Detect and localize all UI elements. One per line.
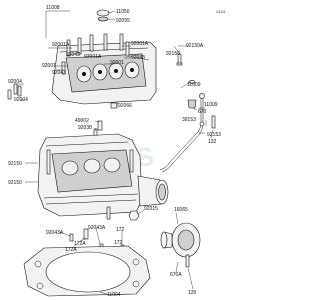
label-11009-2: 11009	[204, 102, 218, 108]
label-92004-2: 92004	[14, 97, 28, 103]
label-16065: 16065	[174, 207, 188, 213]
diagram-code: U1111	[216, 10, 226, 14]
label-670: 670	[198, 109, 207, 115]
nut-92015	[128, 210, 140, 221]
label-120: 120	[188, 290, 197, 296]
fitting-92066	[110, 102, 118, 109]
oil-pipe	[159, 93, 216, 173]
label-92043-1: 92043	[66, 52, 80, 58]
head-cover	[51, 41, 157, 105]
label-172-2: 172	[114, 240, 123, 246]
label-92001a-1: 92001A	[52, 42, 70, 48]
cylinder-head	[37, 133, 143, 217]
head-gasket	[23, 245, 151, 297]
label-39153: 39153	[182, 117, 196, 123]
label-92043a: 92043A	[46, 230, 64, 236]
label-92001-1: 92001	[42, 63, 56, 69]
small-bolts-left	[7, 83, 22, 100]
label-49002: 49002	[75, 118, 89, 124]
label-11008: 11008	[46, 5, 60, 11]
label-92015: 92015	[144, 206, 158, 212]
label-92038: 92038	[78, 125, 92, 131]
label-92001-2: 92001	[110, 60, 124, 66]
label-172a-2: 172A	[74, 241, 86, 247]
cover-cap	[96, 9, 110, 22]
label-92001a-3: 92001A	[84, 54, 102, 60]
label-92001a-2: 92001A	[131, 41, 149, 47]
cylinder-head-exploded-diagram: U1111 CMS	[7, 5, 226, 298]
label-92150a: 92150A	[186, 43, 204, 49]
label-92066: 92066	[118, 103, 132, 109]
label-92150: 92150	[166, 51, 180, 57]
label-92043-3: 92043	[52, 70, 66, 76]
leader-lines	[16, 10, 214, 295]
label-92153: 92153	[207, 132, 221, 138]
label-132: 132	[208, 139, 217, 145]
label-11009: 11009	[187, 82, 201, 88]
label-92043-2: 92043	[131, 55, 145, 61]
label-172a-1: 172A	[65, 247, 77, 253]
right-fittings	[176, 53, 197, 109]
label-92150-b: 92150	[8, 161, 22, 167]
label-92004: 92004	[8, 79, 22, 85]
carburetor-holder	[160, 222, 201, 268]
label-172: 172	[116, 227, 125, 233]
label-92150-c: 92150	[8, 180, 22, 186]
label-92043a-2: 92043A	[88, 225, 106, 231]
label-92055: 92055	[116, 18, 130, 24]
label-11004: 11004	[107, 292, 121, 298]
label-11050: 11050	[116, 9, 130, 15]
label-670a: 670A	[170, 272, 182, 278]
intake-port	[137, 175, 169, 207]
